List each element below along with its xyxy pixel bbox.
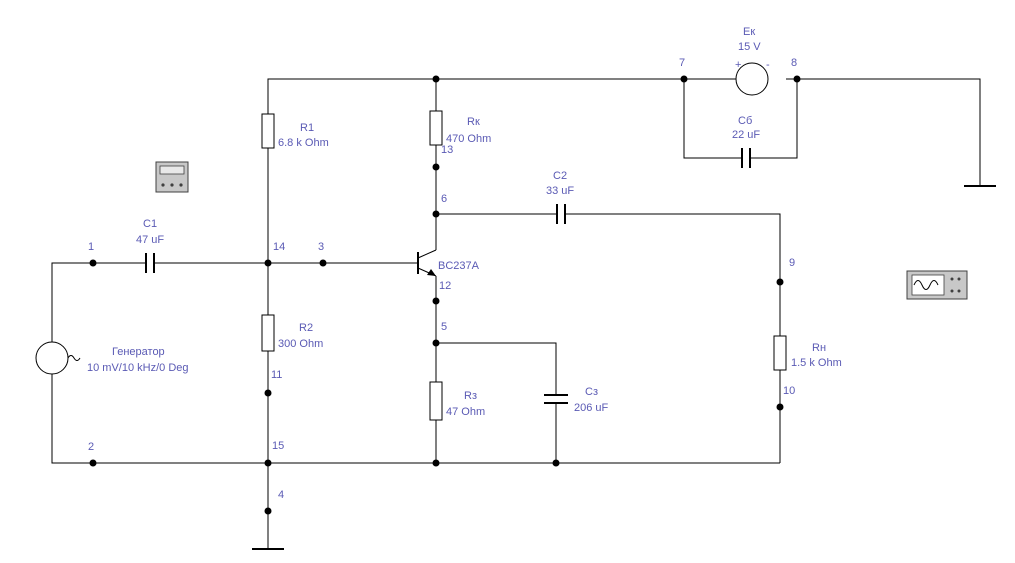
ce-value: 206 uF bbox=[574, 402, 609, 414]
node-label-14: 14 bbox=[273, 241, 285, 253]
resistor-rn[interactable] bbox=[773, 335, 787, 371]
r1-value: 6.8 k Ohm bbox=[278, 137, 329, 149]
re-value: 47 Ohm bbox=[446, 406, 485, 418]
rk-value: 470 Ohm bbox=[446, 133, 491, 145]
node-label-7: 7 bbox=[679, 57, 685, 69]
c2-value: 33 uF bbox=[546, 185, 574, 197]
node-label-15: 15 bbox=[272, 440, 284, 452]
wire-cb-left bbox=[683, 79, 742, 159]
ek-name: Ек bbox=[743, 26, 755, 38]
resistor-re[interactable] bbox=[429, 381, 443, 421]
dc-source-ek[interactable] bbox=[735, 62, 769, 96]
node-label-2: 2 bbox=[88, 441, 94, 453]
node-label-10: 10 bbox=[783, 385, 795, 397]
multimeter-icon[interactable] bbox=[155, 161, 189, 193]
ek-value: 15 V bbox=[738, 41, 761, 53]
rn-value: 1.5 k Ohm bbox=[791, 357, 842, 369]
c1-name: C1 bbox=[143, 218, 157, 230]
r2-value: 300 Ohm bbox=[278, 338, 323, 350]
node-label-11: 11 bbox=[271, 369, 282, 381]
resistor-r2[interactable] bbox=[261, 314, 275, 352]
node-label-12: 12 bbox=[439, 280, 451, 292]
resistor-rk[interactable] bbox=[429, 110, 443, 146]
r1-name: R1 bbox=[300, 122, 314, 134]
ek-plus-sign: + bbox=[735, 59, 741, 71]
capacitor-ce[interactable] bbox=[544, 394, 568, 404]
node-label-13: 13 bbox=[441, 144, 453, 156]
wire-right-to-ground bbox=[786, 78, 981, 186]
node-label-9: 9 bbox=[789, 257, 795, 269]
rk-name: Rк bbox=[467, 116, 480, 128]
ac-generator[interactable] bbox=[35, 341, 81, 375]
capacitor-c2[interactable] bbox=[556, 204, 566, 224]
wires bbox=[51, 78, 981, 549]
wire-cb-right bbox=[750, 79, 798, 159]
node-label-6: 6 bbox=[441, 193, 447, 205]
node-label-5: 5 bbox=[441, 321, 447, 333]
re-name: Rз bbox=[464, 390, 477, 402]
emitter-arrow-icon bbox=[427, 269, 436, 276]
transistor-bc237a[interactable] bbox=[417, 249, 437, 277]
generator-name: Генератор bbox=[112, 346, 165, 358]
wire-c2-right bbox=[565, 213, 781, 336]
cb-value: 22 uF bbox=[732, 129, 760, 141]
c2-name: C2 bbox=[553, 170, 567, 182]
wire-ce-top bbox=[436, 342, 557, 395]
node-label-8: 8 bbox=[791, 57, 797, 69]
capacitor-cb[interactable] bbox=[741, 148, 751, 168]
wire-gen-top bbox=[51, 262, 146, 342]
junction-dots bbox=[89, 75, 801, 515]
resistor-r1[interactable] bbox=[261, 113, 275, 149]
capacitor-c1[interactable] bbox=[145, 253, 155, 273]
ek-minus-sign: - bbox=[766, 59, 770, 71]
node-label-3: 3 bbox=[318, 241, 324, 253]
rn-name: Rн bbox=[812, 342, 826, 354]
ce-name: Сз bbox=[585, 386, 598, 398]
cb-name: Сб bbox=[738, 115, 752, 127]
wire-top-rail bbox=[267, 78, 768, 114]
node-label-4: 4 bbox=[278, 489, 284, 501]
r2-name: R2 bbox=[299, 322, 313, 334]
transistor-label: BC237A bbox=[438, 260, 480, 272]
wire-bottom-rail bbox=[51, 374, 780, 464]
c1-value: 47 uF bbox=[136, 234, 164, 246]
node-label-1: 1 bbox=[88, 241, 94, 253]
generator-value: 10 mV/10 kHz/0 Deg bbox=[87, 362, 189, 374]
oscilloscope-icon[interactable] bbox=[906, 270, 968, 300]
sine-wave-icon bbox=[67, 355, 81, 361]
